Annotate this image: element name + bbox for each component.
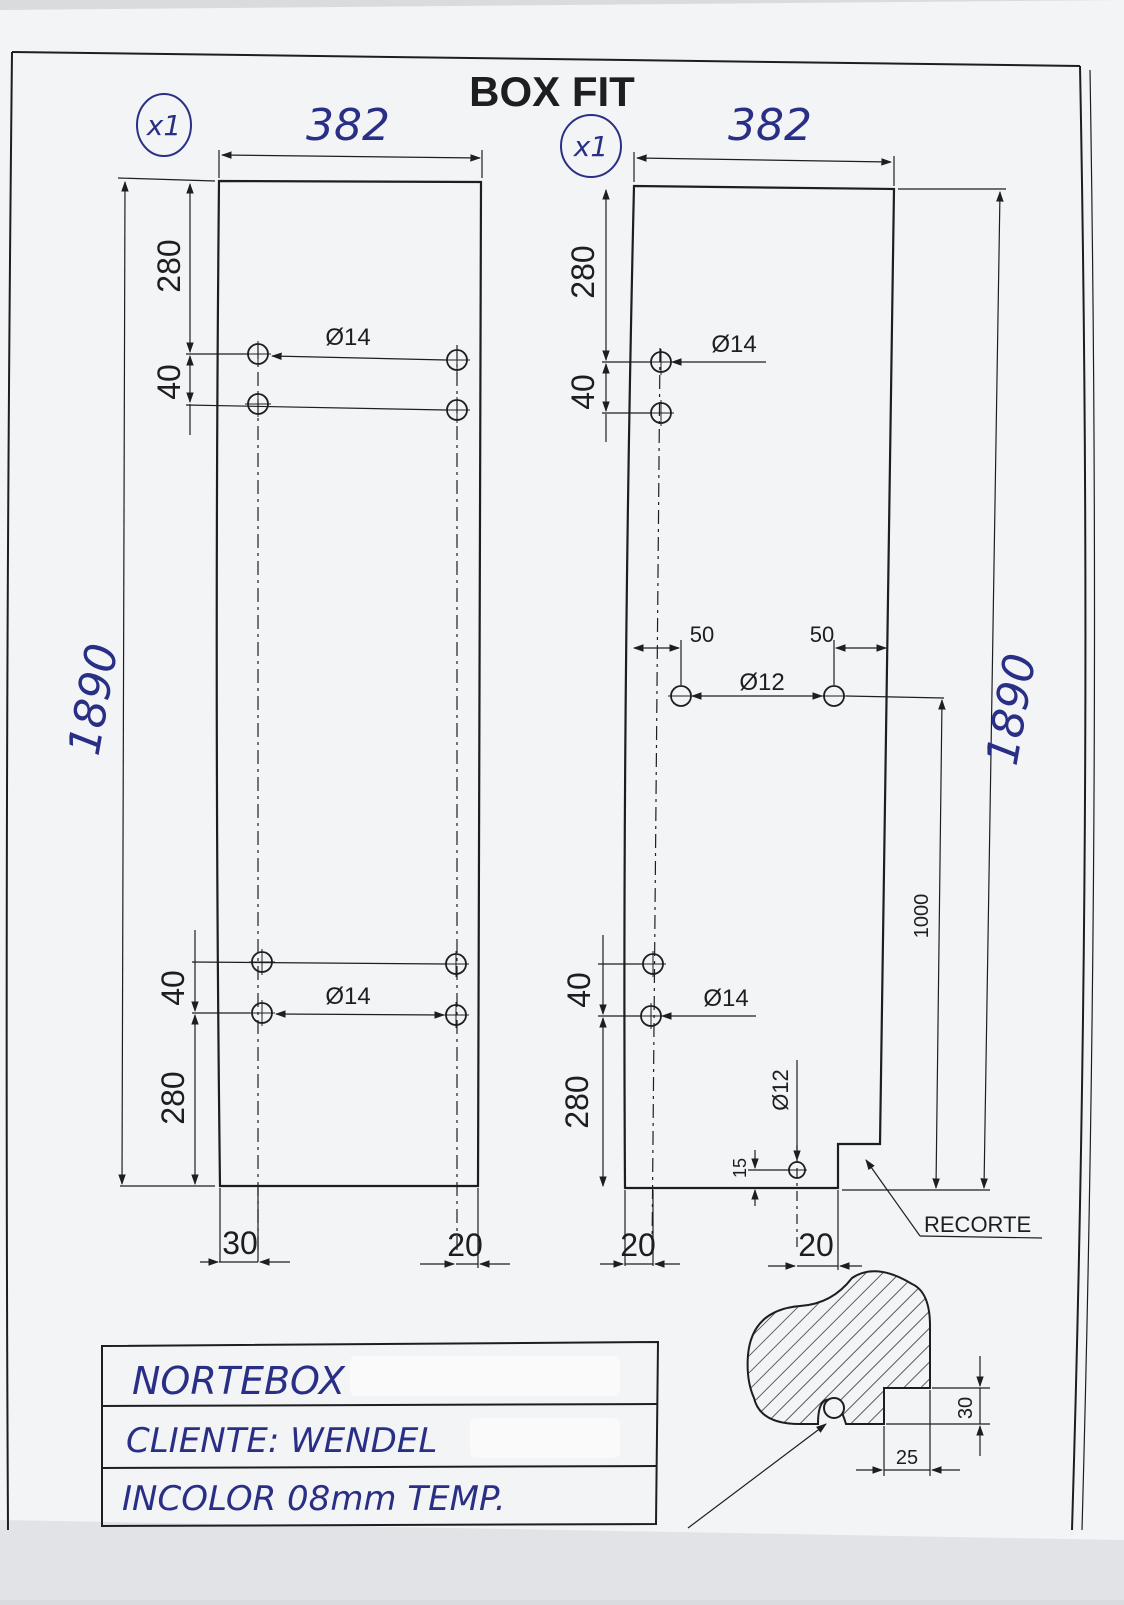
title-block: [101, 1340, 660, 1528]
profile-detail: [687, 1270, 990, 1529]
left-edge-right-label: 20: [447, 1227, 483, 1263]
left-bottom-spacing-label: 40: [155, 970, 191, 1006]
right-hole-3: [640, 951, 666, 977]
right-top-hole-dia-label: Ø14: [711, 331, 756, 358]
paper-shadow: [0, 1520, 1124, 1600]
title-block-tape: [350, 1356, 620, 1458]
cutout-label: RECORTE: [924, 1212, 1031, 1237]
left-width-handwritten: 382: [306, 100, 390, 151]
company-name: NORTEBOX: [132, 1359, 346, 1403]
sheet-border: [5, 51, 1096, 1531]
left-bottom-offset-label: 280: [155, 1071, 191, 1124]
right-top-offset-label: 280: [565, 245, 601, 298]
drawing-title: BOX FIT: [469, 68, 635, 115]
left-panel: [117, 150, 510, 1268]
right-top-spacing-label: 40: [565, 374, 601, 410]
left-top-offset-label: 280: [151, 239, 187, 292]
profile-section: [746, 1270, 931, 1425]
right-edge-cut-label: 20: [798, 1227, 834, 1263]
left-hole-3: [245, 391, 271, 417]
right-dist-left-label: 50: [690, 622, 714, 647]
right-panel-outline: [623, 184, 896, 1190]
right-small-hole-offset-label: 15: [730, 1158, 750, 1178]
right-width-handwritten: 382: [728, 100, 812, 151]
glass-spec: INCOLOR 08mm TEMP.: [122, 1479, 506, 1519]
svg-text:x1: x1: [573, 130, 608, 163]
right-small-hole-dia-label: Ø12: [768, 1069, 793, 1111]
left-quantity-mark: x1: [136, 93, 192, 157]
left-bottom-hole-dia-label: Ø14: [325, 983, 370, 1010]
profile-groove: [823, 1397, 845, 1419]
right-dist-right-label: 50: [810, 622, 834, 647]
right-handle-dia-label: Ø12: [739, 669, 784, 696]
left-top-hole-dia-label: Ø14: [325, 324, 370, 351]
client-name: CLIENTE: WENDEL: [126, 1421, 437, 1461]
right-hole-2: [648, 400, 674, 426]
left-hole-2: [444, 347, 470, 373]
right-handle-hole-2: [821, 685, 847, 707]
left-top-spacing-label: 40: [151, 364, 187, 400]
right-bottom-hole-dia-label: Ø14: [703, 985, 748, 1012]
profile-height-label: 30: [955, 1397, 977, 1419]
left-panel-outline: [215, 179, 483, 1188]
right-bottom-spacing-label: 40: [561, 972, 597, 1008]
left-edge-left-label: 30: [222, 1225, 258, 1261]
svg-text:x1: x1: [146, 109, 181, 142]
right-bottom-offset-label: 280: [559, 1075, 595, 1128]
left-hole-7: [249, 1000, 275, 1026]
right-panel: [598, 152, 1043, 1270]
right-edge-left-label: 20: [620, 1227, 656, 1263]
right-handle-height-label: 1000: [911, 894, 933, 939]
right-centerline: [651, 347, 661, 1253]
left-hole-4: [444, 397, 470, 423]
right-quantity-mark: x1: [560, 114, 622, 178]
profile-width-label: 25: [896, 1447, 918, 1469]
left-hole-8: [443, 1002, 469, 1028]
